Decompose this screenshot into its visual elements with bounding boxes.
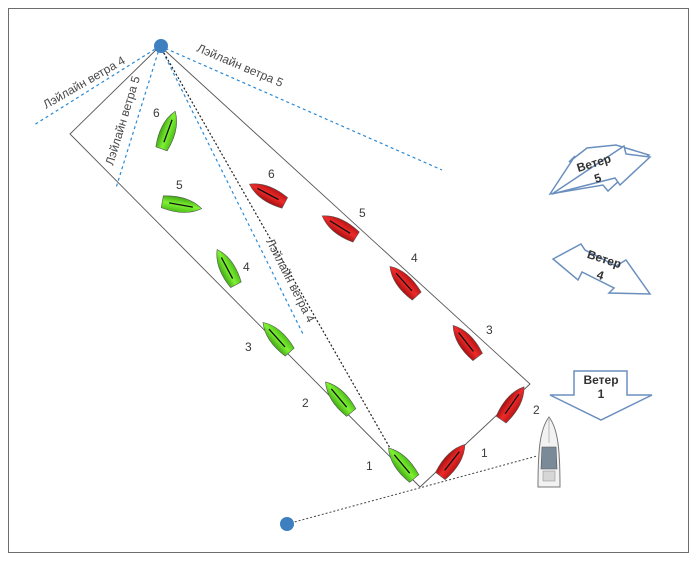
layline-wind4-left [33,45,161,126]
green-boat-label-2: 2 [302,396,309,410]
green-boat-label-4: 4 [243,260,250,274]
layline-label-wind5-right: Лэйлайн ветра 5 [195,41,286,90]
wind-arrow-5: Ветер 5 [548,144,652,196]
wind-arrow-1: Ветер 1 [549,370,653,421]
windward-mark [154,39,168,53]
red-boat-label-3: 3 [486,323,493,337]
wind-arrow-4: Ветер 4 [551,243,652,295]
wind-arrow-5-number: 5 [593,170,604,185]
red-boat-label-5: 5 [359,206,366,220]
red-boat-1 [433,439,472,482]
green-boat-3 [256,316,296,358]
wind-arrow-4-number: 4 [595,268,606,283]
green-boat-1 [382,442,421,485]
red-boat-3 [446,320,485,363]
red-boat-label-4: 4 [411,251,418,265]
red-boat-6 [245,176,289,211]
green-boat-4 [209,245,244,289]
wind-arrow-1-label: Ветер [583,373,618,387]
red-boat-label-1: 1 [481,446,488,460]
red-boat-5 [317,208,361,245]
pin-end-mark [280,517,294,531]
start-line [286,455,538,525]
layline-label-wind4-center: Лэйлайн ветра 4 [263,236,318,325]
red-course-line [159,45,531,488]
green-boat-2 [319,376,358,419]
green-boat-label-1: 1 [366,459,373,473]
layline-label-wind5-left: Лэйлайн ветра 5 [102,74,143,167]
green-boat-label-5: 5 [176,178,183,192]
layline-wind5-left [115,45,161,189]
green-course-line [69,45,421,488]
committee-boat-icon [537,416,561,488]
layline-label-wind4-left: Лэйлайн ветра 4 [41,53,128,111]
wind-arrow-1-number: 1 [598,387,605,401]
green-boat-label-3: 3 [245,340,252,354]
green-boat-5 [160,193,204,217]
red-boat-label-2: 2 [533,403,540,417]
red-boat-4 [383,260,423,302]
layline-wind5-right [159,45,443,171]
red-boat-label-6: 6 [268,167,275,181]
diagram-frame [8,8,689,553]
green-boat-label-6: 6 [153,106,160,120]
